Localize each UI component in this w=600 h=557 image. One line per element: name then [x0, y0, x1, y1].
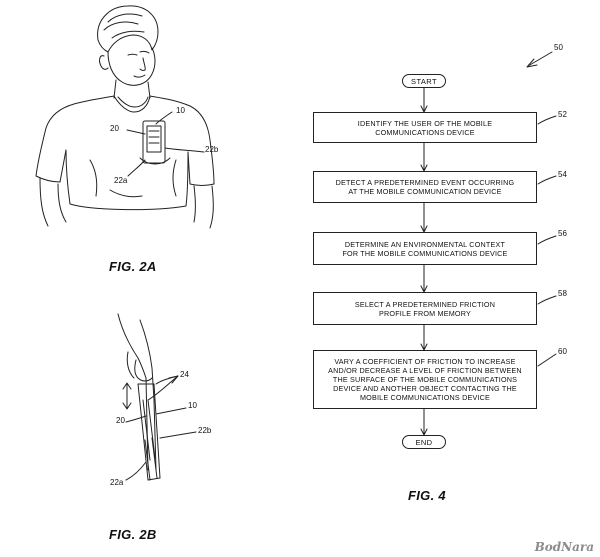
fig2b-hand-drawing — [117, 313, 157, 471]
fig4-caption: FIG. 4 — [408, 488, 446, 503]
flowchart-step-vary-friction: VARY A COEFFICIENT OF FRICTION TO INCREA… — [313, 350, 537, 409]
step-text: VARY A COEFFICIENT OF FRICTION TO INCREA… — [328, 357, 522, 402]
flowchart-step-select-profile: SELECT A PREDETERMINED FRICTION PROFILE … — [313, 292, 537, 325]
fig2a-caption: FIG. 2A — [109, 259, 157, 274]
flowchart-step-detect-event: DETECT A PREDETERMINED EVENT OCCURRING A… — [313, 171, 537, 203]
step-text: SELECT A PREDETERMINED FRICTION PROFILE … — [354, 299, 496, 318]
fig4-leader-60 — [537, 353, 557, 367]
fig2a-leader-10 — [155, 111, 173, 125]
fig2b-leader-22b — [159, 431, 197, 439]
fig2a-ref-side-a: 22a — [114, 176, 128, 185]
fig2a-leader-22b — [164, 147, 205, 153]
fig2a-device-in-pocket — [139, 120, 171, 165]
step-text: DETECT A PREDETERMINED EVENT OCCURRING A… — [335, 178, 515, 196]
fig2a-person-drawing — [35, 5, 215, 229]
fig2b-leader-20 — [125, 415, 147, 423]
step-ref-56: 56 — [558, 229, 567, 238]
fig4-leader-52 — [537, 115, 557, 125]
fig2b-leader-24b — [147, 375, 179, 401]
fig4-leader-54 — [537, 175, 557, 185]
fig4-ref-method: 50 — [554, 43, 563, 52]
fig2b-leader-24-arrowhead — [168, 375, 179, 384]
watermark-logo: BodNara — [534, 540, 594, 554]
fig2b-ref-fingers: 24 — [180, 370, 189, 379]
fig2a-leader-22a — [127, 159, 146, 177]
fig2a-leader-20 — [126, 129, 146, 135]
fig4-leader-56 — [537, 235, 557, 245]
fig2b-caption: FIG. 2B — [109, 527, 157, 542]
step-ref-58: 58 — [558, 289, 567, 298]
fig2b-motion-arrow — [122, 382, 132, 410]
flowchart-step-identify-user: IDENTIFY THE USER OF THE MOBILE COMMUNIC… — [313, 112, 537, 143]
fig2b-device-drawing — [137, 383, 161, 481]
flowchart-start-terminal: START — [402, 74, 446, 88]
fig2b-ref-front: 20 — [116, 416, 125, 425]
step-text: DETERMINE AN ENVIRONMENTAL CONTEXT FOR T… — [342, 239, 508, 258]
step-ref-52: 52 — [558, 110, 567, 119]
fig2a-ref-front: 20 — [110, 124, 119, 133]
step-ref-54: 54 — [558, 170, 567, 179]
fig2b-leader-22a — [125, 461, 147, 481]
fig2b-ref-side-a: 22a — [110, 478, 124, 487]
fig2a-ref-side-b: 22b — [205, 145, 219, 154]
fig2b-ref-device: 10 — [188, 401, 197, 410]
step-text: IDENTIFY THE USER OF THE MOBILE COMMUNIC… — [357, 118, 493, 137]
fig2a-ref-device: 10 — [176, 106, 185, 115]
step-ref-60: 60 — [558, 347, 567, 356]
fig4-leader-58 — [537, 295, 557, 305]
end-label: END — [415, 437, 433, 447]
start-label: START — [411, 76, 437, 86]
fig2b-leader-10 — [155, 407, 187, 415]
flowchart-end-terminal: END — [402, 435, 446, 449]
flowchart-step-determine-context: DETERMINE AN ENVIRONMENTAL CONTEXT FOR T… — [313, 232, 537, 265]
fig2b-ref-side-b: 22b — [198, 426, 212, 435]
fig4-ref-50-arrow — [526, 51, 553, 68]
